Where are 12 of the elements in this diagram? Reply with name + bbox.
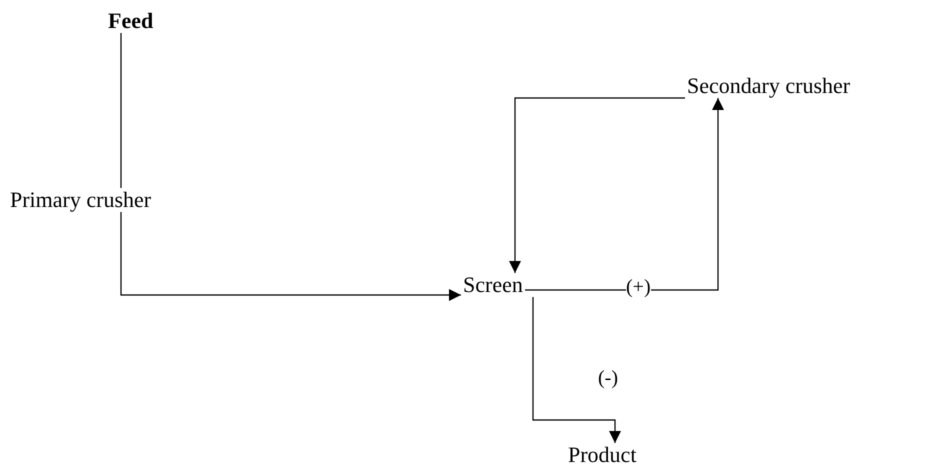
node-label: Feed bbox=[108, 10, 154, 32]
node-label: Secondary crusher bbox=[687, 75, 850, 97]
arrow bbox=[120, 212, 461, 301]
arrow bbox=[509, 97, 685, 273]
arrow bbox=[525, 98, 724, 291]
node-label: Product bbox=[568, 444, 636, 466]
edge-label: (-) bbox=[598, 368, 618, 388]
node-label: Primary crusher bbox=[10, 189, 152, 211]
edge-label: (+) bbox=[626, 277, 651, 297]
node-label: Screen bbox=[463, 274, 523, 296]
connector-line bbox=[120, 33, 122, 188]
arrow bbox=[532, 297, 621, 443]
